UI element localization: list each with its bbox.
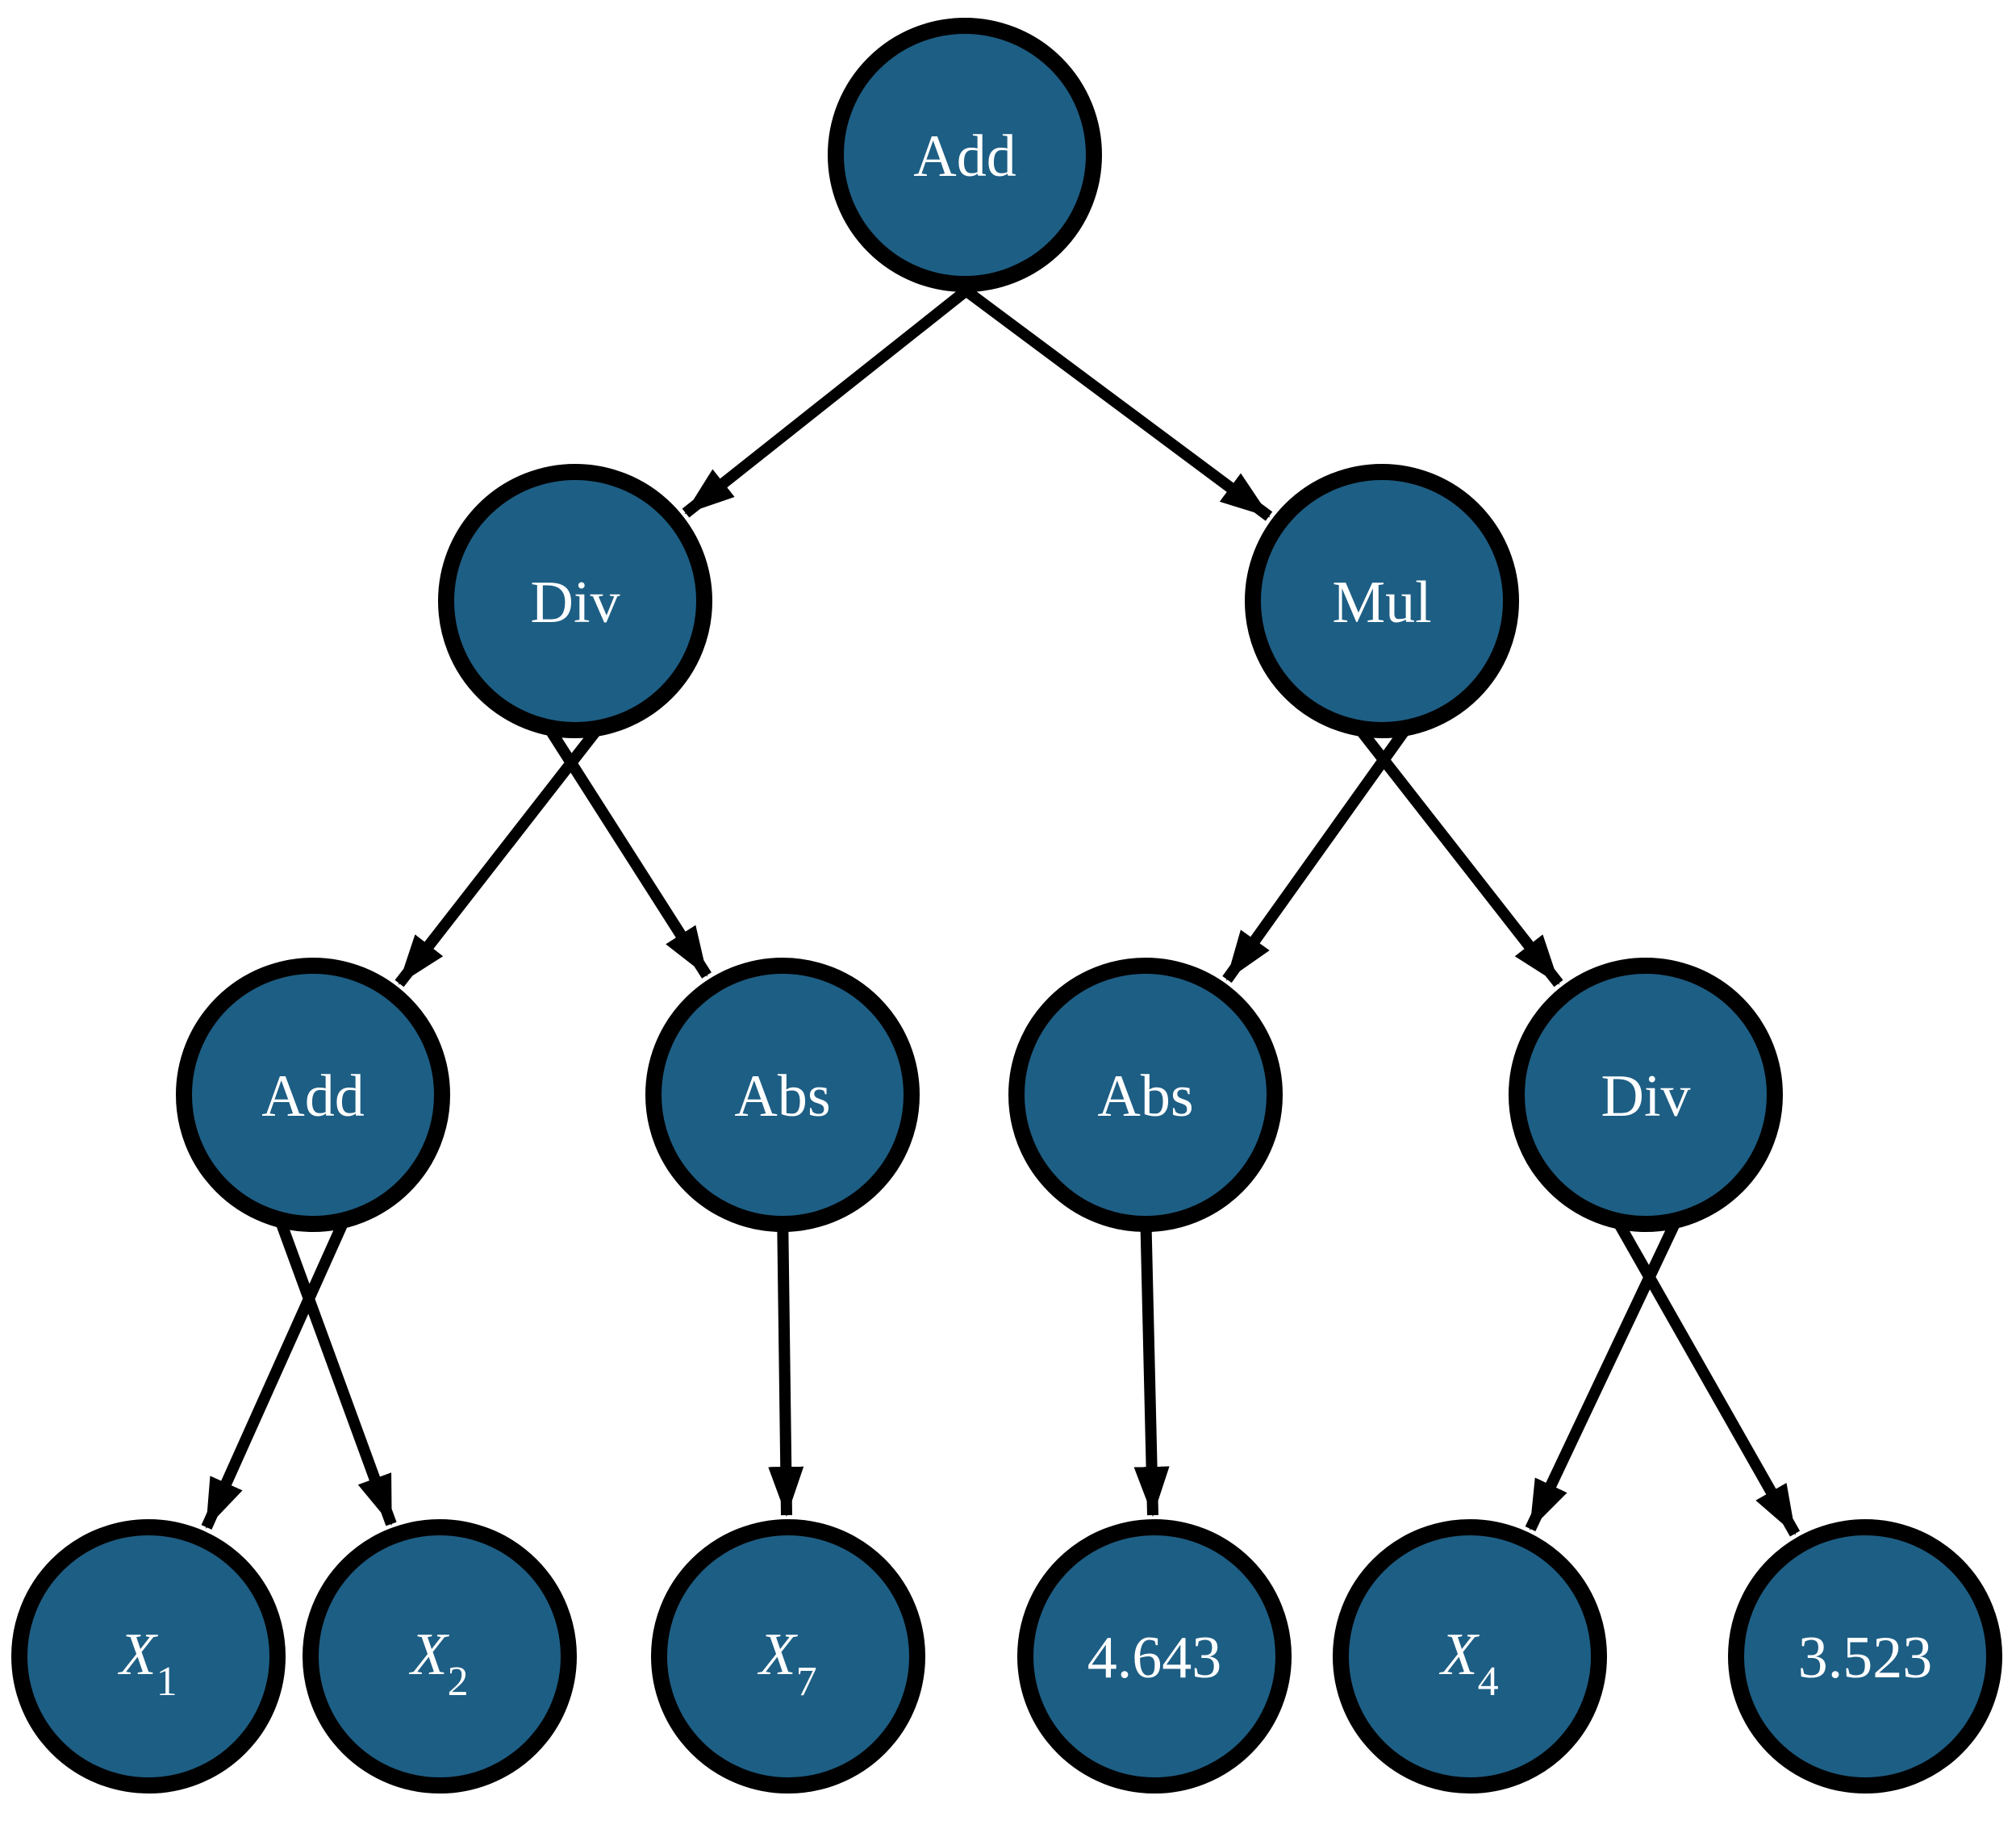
node-x7-base: X [757,1622,798,1688]
node-x2: X2 [303,1519,577,1794]
node-x1-circle [11,1519,286,1794]
edge-mul-l2-to-div-l3 [1337,702,1563,988]
node-x7-circle [651,1519,925,1794]
node-x4: X4 [1333,1519,1607,1794]
node-x4-sub: 4 [1478,1659,1499,1705]
node-x2-base: X [408,1622,449,1688]
node-add-root-circle [828,18,1102,292]
edge-add-root-to-mul-l2 [920,255,1273,521]
edge-div-l3-to-x4 [1525,1197,1692,1531]
node-add-l3: Add [176,958,450,1232]
node-x7-sub: 7 [796,1659,817,1705]
node-const-4643: 4.643 [1017,1519,1292,1794]
node-abs-l3b: Abs [1008,958,1283,1232]
node-abs-l3a-circle [645,958,920,1232]
node-x2-sub: 2 [448,1659,469,1705]
node-div-l3-circle [1509,958,1783,1232]
node-div-l2-circle [438,464,712,738]
edge-add-l3-to-x2 [267,1197,397,1526]
node-x1-sub: 1 [157,1659,177,1705]
node-x2-circle [303,1519,577,1794]
node-x4-circle [1333,1519,1607,1794]
node-x2-label: X2 [408,1622,468,1705]
edge-div-l2-to-abs-l3a [530,703,712,979]
edge-div-l2-to-add-l3 [394,702,620,988]
node-mul-l2: Mul [1245,464,1519,738]
node-const-4643-label: 4.643 [1087,1625,1222,1691]
node-mul-l2-circle [1245,464,1519,738]
edge-mul-l2-to-abs-l3b [1222,702,1427,983]
node-const-4643-circle [1017,1519,1292,1794]
node-div-l3-label: Div [1601,1063,1691,1130]
node-abs-l3b-circle [1008,958,1283,1232]
node-abs-l3a: Abs [645,958,920,1232]
node-x4-label: X4 [1438,1622,1498,1705]
node-x4-base: X [1438,1622,1480,1688]
node-add-l3-label: Add [261,1063,364,1130]
node-x7: X7 [651,1519,925,1794]
edge-abs-l3a-to-x7 [768,1207,804,1517]
node-div-l2: Div [438,464,712,738]
edge-abs-l3b-to-const-4643 [1133,1207,1170,1517]
node-abs-l3a-label: Abs [734,1063,830,1130]
node-const-3523-circle [1728,1519,2002,1794]
edge-add-root-to-div-l2 [682,255,1009,518]
node-div-l3: Div [1509,958,1783,1232]
node-add-root: Add [828,18,1102,292]
node-x7-label: X7 [757,1622,816,1705]
node-const-3523-label: 3.523 [1798,1625,1933,1691]
edge-add-l3-to-x1 [201,1197,359,1530]
node-mul-l2-label: Mul [1332,570,1431,636]
node-x1: X1 [11,1519,286,1794]
node-x1-base: X [117,1622,158,1688]
node-add-l3-circle [176,958,450,1232]
edge-div-l3-to-const-3523 [1600,1196,1801,1537]
node-div-l2-label: Div [531,570,620,636]
node-x1-label: X1 [117,1622,177,1705]
edges-layer [201,255,1801,1537]
node-abs-l3b-label: Abs [1097,1063,1193,1130]
node-const-3523: 3.523 [1728,1519,2002,1794]
nodes-layer: Add Div Mul Add Abs Abs [11,18,2002,1794]
node-add-root-label: Add [913,123,1016,190]
